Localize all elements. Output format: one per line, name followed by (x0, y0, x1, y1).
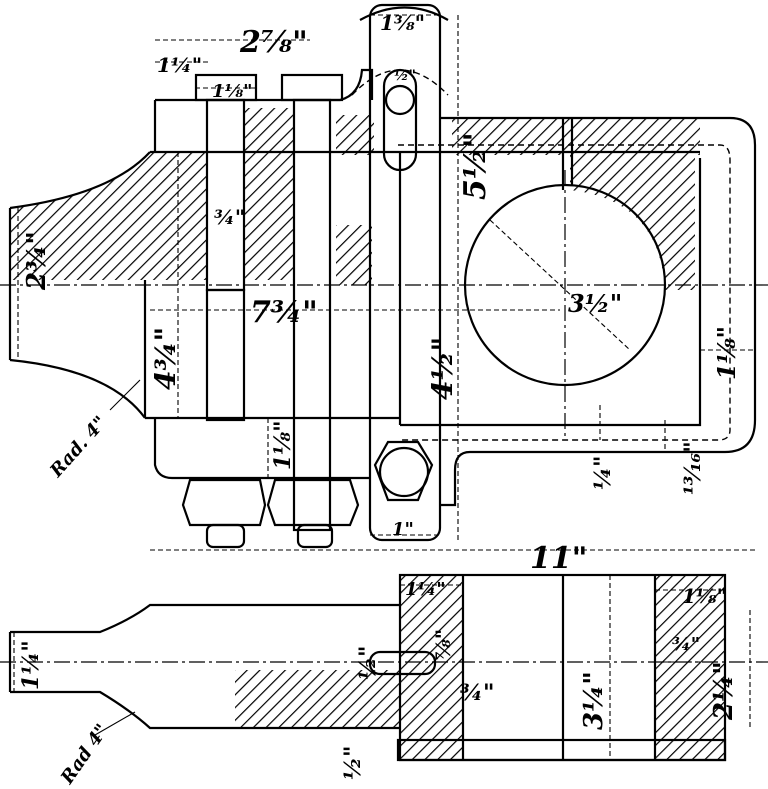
b-rod-bottom (10, 690, 400, 730)
cotter-arc (351, 69, 449, 96)
hatch-bolt-zone (244, 108, 294, 280)
label-rad-4-bot: Rad 4" (56, 720, 113, 788)
hatch-b-rod (235, 670, 400, 728)
hatch-mid (336, 225, 372, 285)
label-1-1-8-top: 1⅛" (212, 81, 253, 102)
label-1-1-4-left: 1¼" (18, 640, 44, 690)
bolt-2-tail (296, 523, 334, 549)
label-rad-4-top: Rad. 4" (45, 412, 111, 482)
b-bottom-flange (396, 738, 727, 762)
hatch-rod (10, 152, 150, 280)
label-1-4: ¼" (590, 456, 616, 490)
rad-leader-top (109, 379, 141, 411)
label-4-3-4: 4¾" (149, 327, 182, 390)
cotter-top (359, 6, 449, 21)
label-3-1-2: 3½" (568, 289, 622, 318)
label-3-4-c: ¾" (672, 634, 700, 655)
label-5-1-2: 5½" (458, 132, 493, 200)
label-7-8: ⅞" (431, 629, 455, 660)
b-rod-top (10, 603, 400, 634)
hatch-strap-top (336, 115, 374, 155)
strap-inner (400, 158, 702, 427)
label-1-1-4-top: 1¼" (157, 53, 202, 77)
label-7-3-4: 7¾" (250, 295, 318, 330)
label-4-1-2: 4½" (426, 337, 459, 400)
label-1-2-slot: ½" (355, 646, 381, 680)
label-1-2-bot: ½" (340, 746, 366, 780)
cotter-pin (384, 84, 416, 116)
cotter-nut-circle (378, 446, 430, 498)
label-3-4-a: ¾" (214, 205, 245, 229)
top-view (0, 3, 768, 551)
b-bore (463, 575, 655, 760)
bolt-1-tail (205, 523, 246, 549)
label-1-2-pin: ½" (394, 68, 416, 84)
nut-1 (181, 478, 267, 527)
bottom-view (0, 573, 768, 762)
cotter (368, 3, 442, 542)
bolt-1-lower (205, 288, 246, 422)
strap-outline (440, 116, 757, 507)
label-1-nut: 1" (392, 519, 414, 540)
bolt-2-head (280, 73, 344, 102)
label-3-1-4: 3¼" (579, 671, 609, 730)
cotter-nut (373, 440, 434, 502)
label-2-1-4: 2¼" (709, 661, 739, 721)
label-1-1-4-bot: 1¼" (405, 579, 446, 600)
label-13-16: ¹³⁄₁₆" (680, 441, 706, 495)
rod-lower-curve (9, 358, 146, 419)
label-1-1-8-bolt: 1⅛" (270, 420, 296, 470)
label-1-3-8: 1⅜" (380, 11, 425, 35)
label-1-1-8-right: 1⅛" (712, 326, 741, 380)
label-11: 11" (530, 541, 587, 576)
hatch-b-left (400, 575, 463, 760)
hatch-b-right (655, 575, 725, 760)
label-3-4-b: ¾" (460, 680, 494, 706)
rod-upper-curve (9, 151, 151, 210)
hatch-brass-right (570, 155, 695, 290)
label-1-1-8-bot: 1⅛" (682, 584, 727, 608)
strap-lower-left (153, 418, 370, 480)
hatch-strap-band (452, 118, 700, 155)
b-cotter (368, 650, 437, 676)
strap-hidden (398, 144, 731, 441)
bolt-1-shank (205, 98, 246, 292)
nut-2 (266, 478, 360, 527)
b-rad-leader (94, 711, 136, 736)
label-2-7-8: 2⁷⁄₈" (239, 25, 308, 60)
label-2-3-4: 2¾" (22, 231, 52, 291)
